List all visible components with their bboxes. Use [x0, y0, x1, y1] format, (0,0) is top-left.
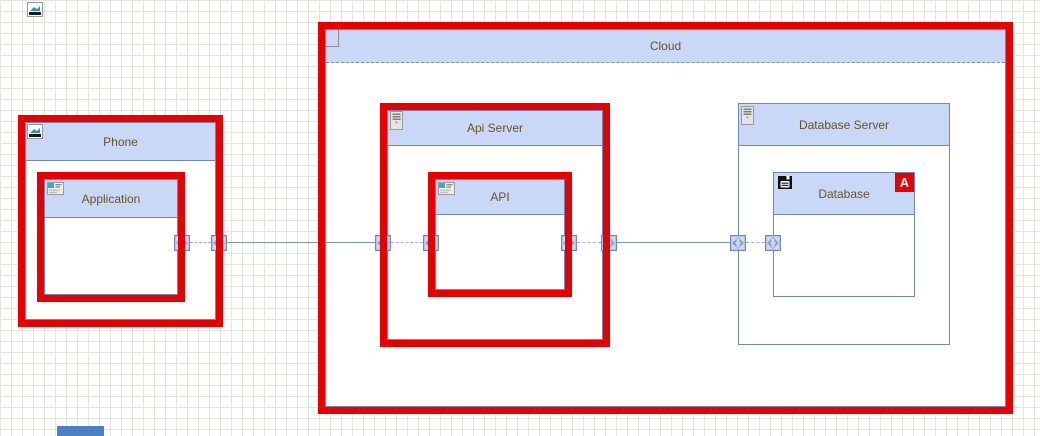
partial-blue-element [57, 426, 104, 436]
node-api-label: API [490, 190, 510, 204]
port-database-left[interactable] [764, 234, 782, 252]
connection-phone-to-apiserver[interactable] [227, 242, 375, 243]
connection-apiserver-to-dbserver[interactable] [617, 242, 730, 243]
node-api-header: API [436, 180, 564, 215]
node-database-server-label: Database Server [798, 117, 890, 132]
highlight-frame-phone [18, 115, 223, 327]
floppy-disk-icon [777, 175, 793, 190]
server-icon [390, 111, 403, 130]
node-database-header: Database A [774, 173, 914, 215]
connection-application-phone-edge[interactable] [190, 242, 211, 243]
node-phone-header: Phone [26, 123, 215, 161]
node-api-server-label: Api Server [466, 121, 524, 135]
node-database[interactable]: Database A [773, 172, 915, 297]
phone-icon [27, 124, 43, 139]
connection-dbserver-edge-to-database[interactable] [746, 242, 765, 243]
server-icon [741, 106, 754, 125]
node-application-label: Application [81, 191, 141, 206]
cloud-corner-tab [326, 30, 339, 47]
application-window-icon [438, 182, 455, 195]
node-database-server-header: Database Server [739, 104, 949, 146]
node-cloud-label: Cloud [649, 39, 682, 53]
node-application[interactable]: Application [44, 179, 178, 295]
phone-stamp-icon [27, 2, 43, 17]
highlight-frame-application [37, 172, 185, 302]
node-cloud-header: Cloud [326, 30, 1005, 63]
node-api[interactable]: API [435, 179, 565, 290]
node-api-server-header: Api Server [388, 111, 602, 146]
application-window-icon [47, 182, 64, 195]
node-phone-label: Phone [103, 134, 138, 149]
highlight-frame-api-server [380, 103, 610, 347]
node-database-label: Database [818, 186, 870, 201]
node-application-header: Application [45, 180, 177, 218]
highlight-frame-cloud [318, 22, 1013, 414]
port-dbserver-left[interactable] [729, 234, 747, 252]
connection-apiserver-edge-to-api[interactable] [391, 242, 423, 243]
highlight-frame-api [428, 172, 572, 297]
connection-api-to-apiserver-edge[interactable] [577, 242, 601, 243]
annotation-badge: A [895, 173, 914, 192]
